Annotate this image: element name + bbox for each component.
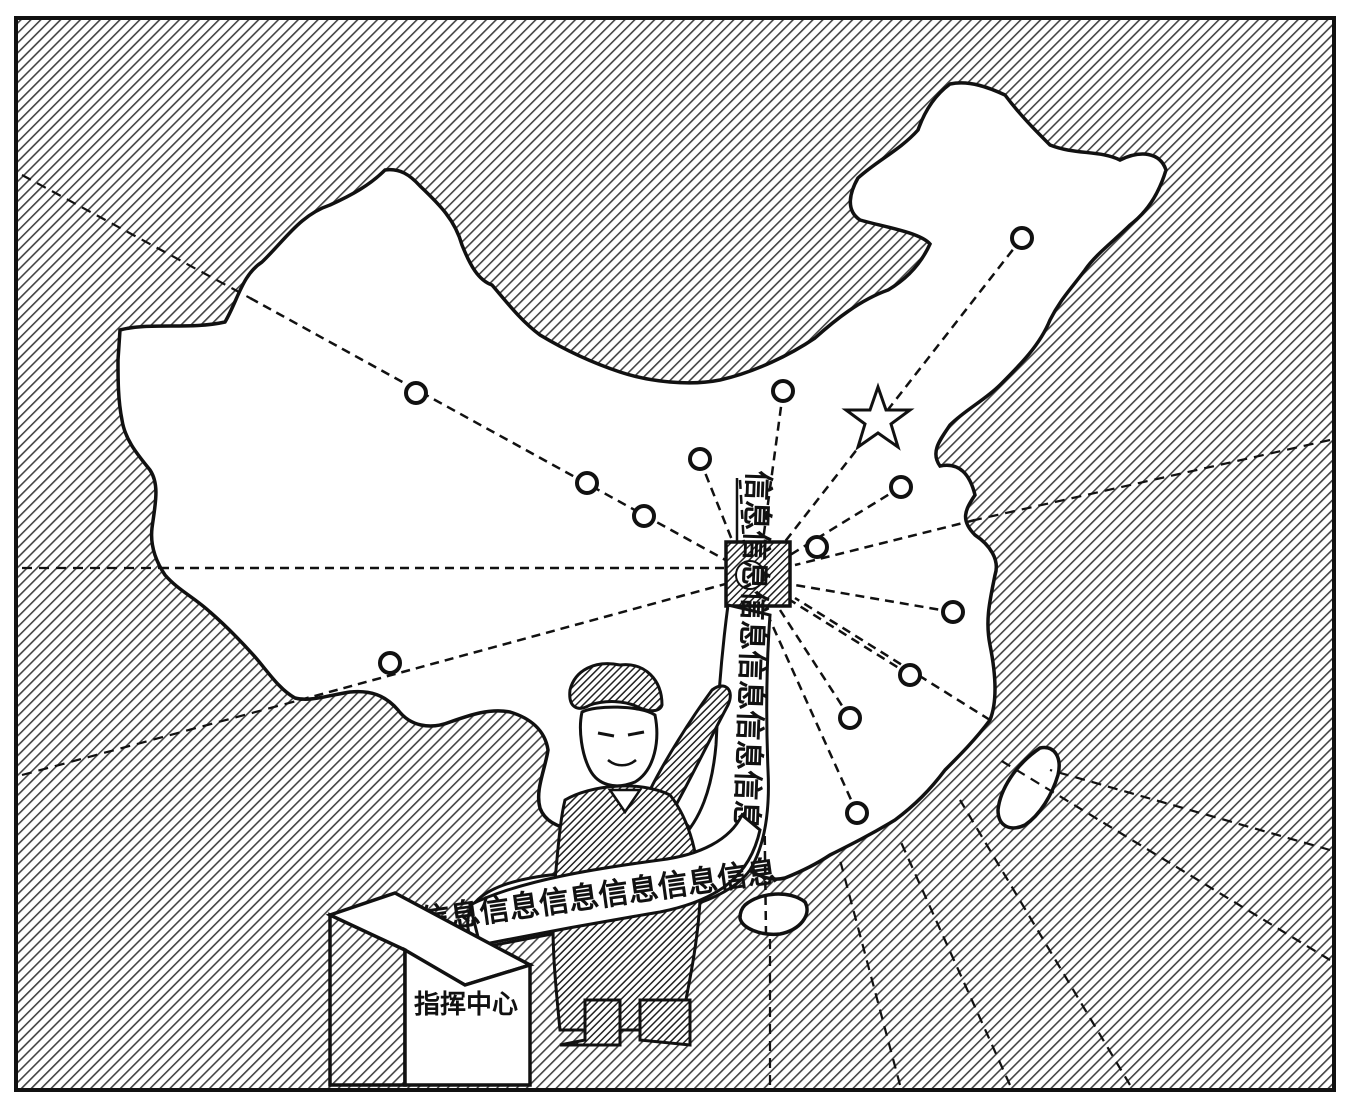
east-island — [996, 745, 1061, 830]
circle-marker-icon — [889, 475, 913, 499]
star-icon — [841, 382, 915, 451]
circle-marker-icon — [805, 535, 829, 559]
outer-dashed-lines — [21, 174, 1331, 1086]
circle-marker-icon — [771, 379, 795, 403]
circle-marker-icon — [898, 663, 922, 687]
circle-marker-icon — [575, 471, 599, 495]
paper-ribbon-front — [468, 812, 762, 947]
city-markers — [378, 226, 1034, 825]
circle-marker-icon — [941, 600, 965, 624]
command-center-box: 指挥中心 — [325, 891, 535, 1087]
circle-marker-icon — [1010, 226, 1034, 250]
circle-marker-icon — [404, 381, 428, 405]
circle-marker-icon — [378, 651, 402, 675]
circle-marker-icon — [632, 504, 656, 528]
circle-marker-icon — [688, 447, 712, 471]
hub-device — [724, 478, 792, 608]
box-label: 指挥中心 — [414, 990, 518, 1020]
circle-marker-icon — [845, 801, 869, 825]
south-island — [738, 892, 809, 937]
man-figure — [551, 662, 732, 1047]
circle-marker-icon — [838, 706, 862, 730]
